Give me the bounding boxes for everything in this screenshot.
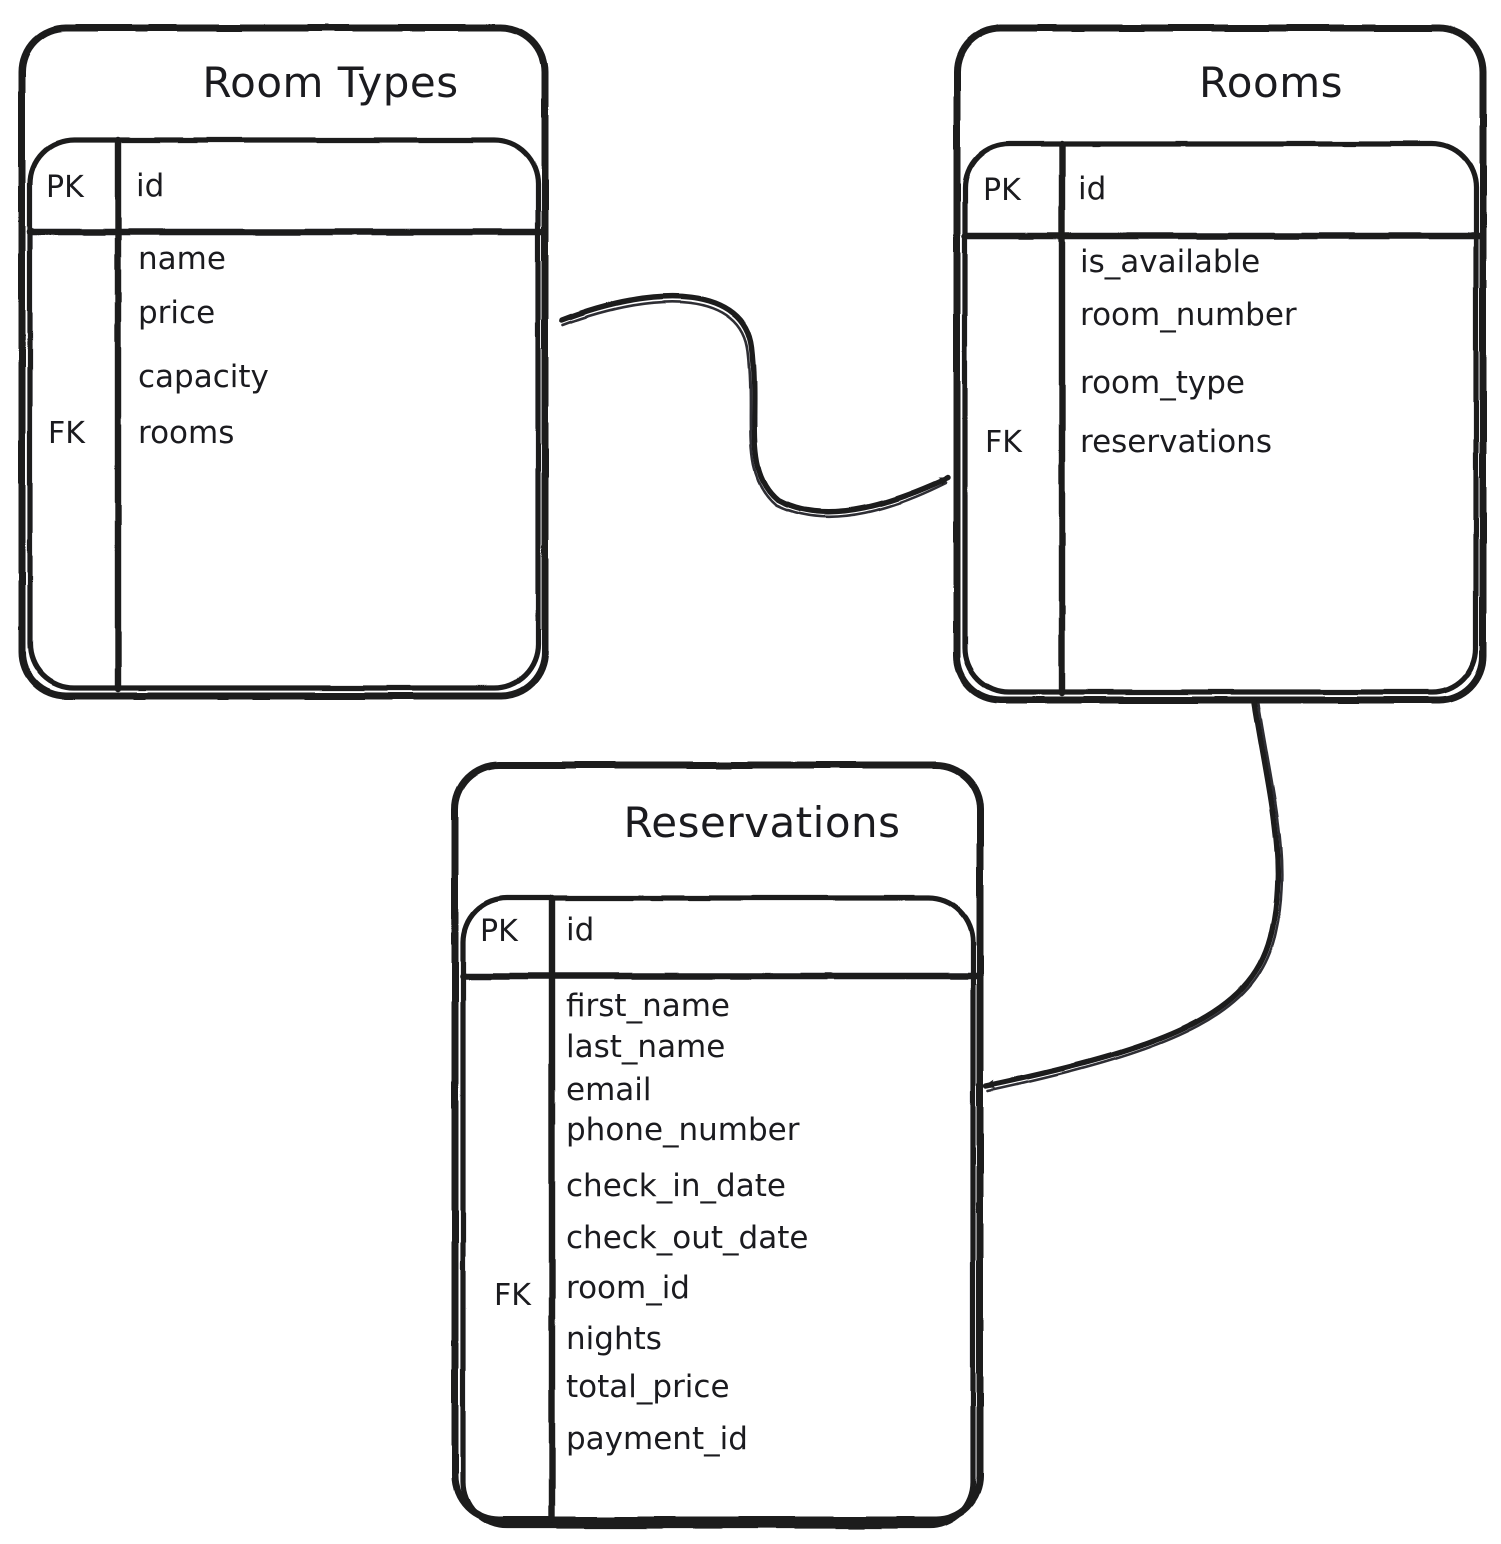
entity-title-room-types: Room Types [202,58,459,107]
field-room-types-price: price [138,295,216,331]
relationship-rooms-to-reservations [983,697,1284,1093]
entity-frame-rooms [953,24,1487,704]
field-reservations-check-in-date: check_in_date [566,1168,786,1204]
fk-label-reservations: FK [494,1278,531,1313]
field-reservations-total-price: total_price [566,1369,730,1405]
pk-label-room-types: PK [46,170,84,205]
field-reservations-nights: nights [566,1321,662,1357]
pk-label-rooms: PK [983,173,1021,208]
field-reservations-room-id: room_id [566,1270,690,1306]
field-room-types-rooms: rooms [138,415,235,451]
entity-title-reservations: Reservations [623,798,901,847]
pk-field-reservations: id [566,912,595,948]
field-room-types-name: name [138,241,226,277]
field-reservations-email: email [566,1072,652,1108]
field-reservations-check-out-date: check_out_date [566,1220,809,1256]
field-reservations-phone-number: phone_number [566,1112,800,1148]
fk-label-rooms: FK [985,425,1022,460]
field-rooms-room-number: room_number [1080,297,1297,333]
fk-label-room-types: FK [48,416,85,451]
field-reservations-first-name: first_name [566,988,730,1024]
field-reservations-payment-id: payment_id [566,1421,748,1457]
field-rooms-room-type: room_type [1080,365,1245,401]
entity-title-rooms: Rooms [1199,58,1343,107]
pk-field-rooms: id [1078,171,1107,207]
pk-field-room-types: id [136,168,165,204]
field-reservations-last-name: last_name [566,1029,726,1065]
pk-label-reservations: PK [480,914,518,949]
field-rooms-reservations: reservations [1080,424,1272,460]
entity-frame-room-types [18,24,549,700]
field-rooms-is-available: is_available [1080,244,1261,280]
field-room-types-capacity: capacity [138,359,269,395]
relationship-room-types-to-rooms [559,293,951,519]
